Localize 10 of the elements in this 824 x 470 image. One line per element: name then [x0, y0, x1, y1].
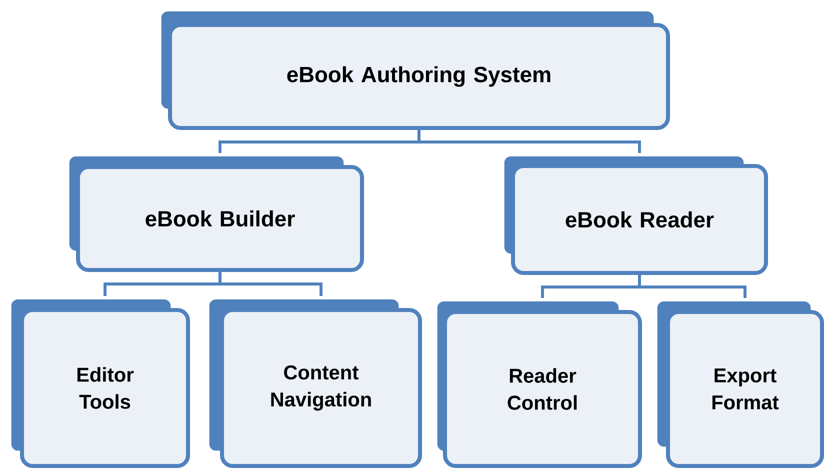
connector: [418, 130, 641, 153]
box: Export Format: [654, 298, 824, 468]
connector: [638, 275, 746, 298]
box: eBook Builder: [66, 154, 364, 272]
box: Reader Control: [434, 298, 642, 468]
box: Editor Tools: [8, 296, 190, 468]
connector: [218, 272, 322, 296]
box: eBook Reader: [502, 154, 768, 275]
box: Content Navigation: [206, 296, 422, 468]
box: eBook Authoring System: [158, 8, 670, 130]
